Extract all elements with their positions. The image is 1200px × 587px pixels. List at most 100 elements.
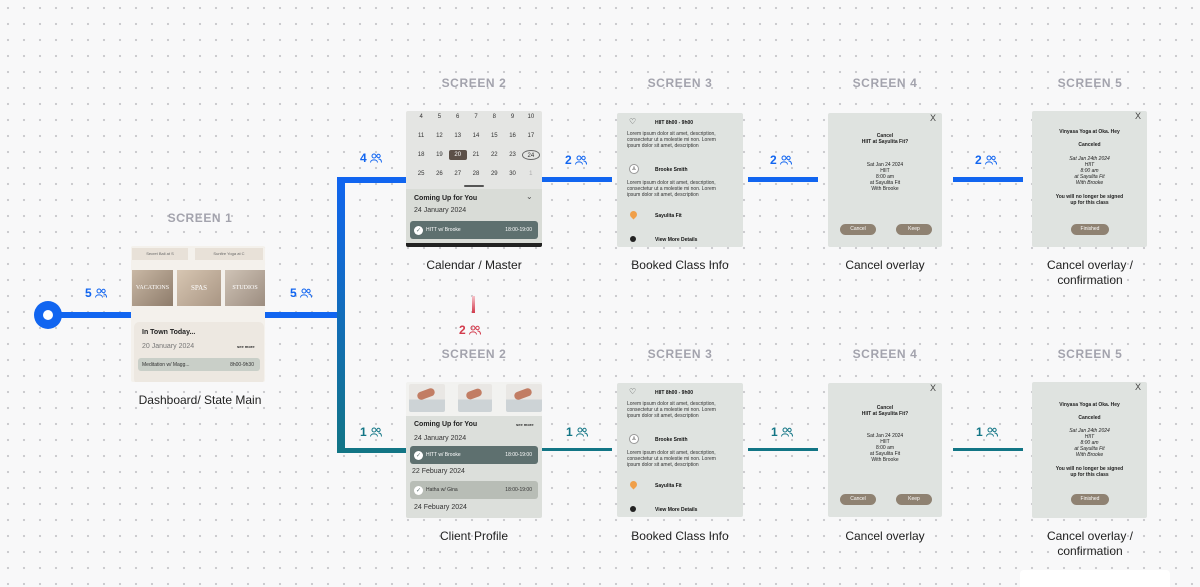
section-title: In Town Today... bbox=[142, 329, 196, 336]
path-top-s2-s3 bbox=[542, 177, 612, 182]
count-value: 4 bbox=[360, 151, 367, 165]
dashboard-screen-thumbnail[interactable]: Secret Bali at S Sunfire Yoga at C VACAT… bbox=[131, 246, 265, 382]
calendar-day[interactable]: 18 bbox=[417, 152, 425, 158]
close-icon[interactable]: X bbox=[1134, 111, 1141, 121]
date-1: 24 January 2024 bbox=[414, 435, 467, 442]
calendar-day[interactable]: 28 bbox=[472, 171, 480, 177]
confirmation-screen-thumbnail-top[interactable]: X Vinyasa Yoga at Oka. Hey Canceled Sat … bbox=[1032, 111, 1147, 247]
location-name: Sayulita Fit bbox=[655, 213, 682, 219]
calendar-day[interactable]: 30 bbox=[509, 171, 516, 177]
calendar-day[interactable]: 21 bbox=[472, 152, 480, 158]
see-more-link[interactable]: see more bbox=[237, 344, 255, 349]
close-icon[interactable]: X bbox=[929, 383, 936, 393]
photo-thumbnail[interactable] bbox=[409, 384, 445, 412]
client-profile-screen-thumbnail[interactable]: Coming Up for You see more 24 January 20… bbox=[406, 382, 542, 518]
class-time: 18:00-19:00 bbox=[505, 227, 532, 233]
calendar-day[interactable]: 9 bbox=[510, 114, 515, 120]
view-more-link[interactable]: View More Details bbox=[655, 237, 698, 243]
drag-handle[interactable] bbox=[464, 185, 484, 187]
calendar-screen-thumbnail[interactable]: 4 5 6 7 8 9 10 11 12 13 14 15 16 17 18 1… bbox=[406, 111, 542, 247]
cancel-overlay-screen-thumbnail-bottom[interactable]: X Cancel HIIT at Sayulita Fit? Sat Jan 2… bbox=[828, 383, 942, 517]
info-icon bbox=[630, 506, 636, 512]
cancel-overlay-screen-thumbnail-top[interactable]: X Cancel HIIT at Sayulita Fit? Sat Jan 2… bbox=[828, 113, 942, 247]
heart-icon[interactable]: ♡ bbox=[629, 387, 637, 396]
cancel-button[interactable]: Cancel bbox=[840, 494, 876, 505]
class-pill[interactable]: Meditation w/ Magg... 8h00-9h30 bbox=[138, 358, 260, 371]
booked-class-screen-thumbnail-top[interactable]: ♡ HIIT 8h00 - 9h00 Lorem ipsum dolor sit… bbox=[617, 113, 743, 247]
caption-line1: Cancel overlay / bbox=[1046, 529, 1134, 543]
section-date: 24 January 2024 bbox=[414, 207, 467, 214]
path-bottom-branch bbox=[337, 448, 407, 453]
keep-button[interactable]: Keep bbox=[896, 494, 932, 505]
calendar-day[interactable]: 19 bbox=[436, 152, 443, 158]
count-value: 1 bbox=[566, 425, 573, 439]
calendar-day[interactable]: 26 bbox=[436, 171, 443, 177]
date-3: 24 Febuary 2024 bbox=[414, 504, 467, 511]
close-icon[interactable]: X bbox=[929, 113, 936, 123]
class-pill[interactable]: ✓HITT w/ Brooke 18:00-19:00 bbox=[410, 221, 538, 239]
tile-spas[interactable]: SPAS bbox=[177, 270, 221, 306]
caption-booked-top: Booked Class Info bbox=[631, 258, 729, 272]
finished-button[interactable]: Finished bbox=[1071, 224, 1109, 235]
photo-thumbnail[interactable] bbox=[506, 384, 542, 412]
calendar-day[interactable]: 27 bbox=[454, 171, 462, 177]
caption-confirm-top: Cancel overlay / confirmation bbox=[1010, 258, 1170, 288]
calendar-day[interactable]: 25 bbox=[417, 171, 425, 177]
class-pill-2[interactable]: ✓Hatha w/ Gina 18:00-19:00 bbox=[410, 481, 538, 499]
calendar-day[interactable]: 4 bbox=[419, 114, 423, 120]
close-icon[interactable]: X bbox=[1134, 382, 1141, 392]
detail-place: at Sayulita Fit bbox=[1074, 174, 1105, 180]
calendar-day[interactable]: 13 bbox=[454, 133, 462, 139]
detail-time: 8:00 am bbox=[875, 174, 895, 180]
calendar-day[interactable]: 15 bbox=[490, 133, 498, 139]
location-name: Sayulita Fit bbox=[655, 483, 682, 489]
class-name: Hatha w/ Gina bbox=[426, 487, 458, 493]
calendar-day[interactable]: 17 bbox=[527, 133, 535, 139]
path-bottom-s2-s3 bbox=[542, 448, 612, 451]
start-node[interactable] bbox=[34, 301, 62, 329]
calendar-day[interactable]: 16 bbox=[509, 133, 516, 139]
caption-profile: Client Profile bbox=[439, 529, 509, 543]
calendar-day[interactable]: 11 bbox=[418, 133, 425, 139]
count-value: 1 bbox=[360, 425, 367, 439]
calendar-day-today[interactable]: 24 bbox=[521, 150, 540, 160]
path-top-branch bbox=[337, 177, 407, 183]
cancel-button[interactable]: Cancel bbox=[840, 224, 876, 235]
venue-name: Vinyasa Yoga at Oka. Hey bbox=[1059, 129, 1120, 135]
count-bottom-s3-s4: 1 bbox=[771, 425, 793, 439]
calendar-day[interactable]: 5 bbox=[437, 114, 442, 120]
calendar-day[interactable]: 8 bbox=[492, 114, 496, 120]
calendar-day[interactable]: 1 bbox=[529, 171, 533, 177]
cancel-heading-line1: Cancel bbox=[876, 405, 894, 411]
view-more-link[interactable]: View More Details bbox=[655, 507, 698, 513]
calendar-day[interactable]: 23 bbox=[509, 152, 516, 158]
notice-text: You will no longer be signed up for this… bbox=[1032, 194, 1147, 206]
count-start: 5 bbox=[85, 286, 107, 300]
see-more-link[interactable]: see more bbox=[516, 422, 534, 427]
tile-vacations[interactable]: VACATIONS bbox=[132, 270, 173, 306]
date-2: 22 Febuary 2024 bbox=[412, 468, 465, 475]
tile-studios[interactable]: STUDIOS bbox=[225, 270, 265, 306]
caption-dashboard: Dashboard/ State Main bbox=[138, 393, 262, 407]
calendar-day[interactable]: 7 bbox=[474, 114, 478, 120]
heart-icon[interactable]: ♡ bbox=[629, 117, 637, 126]
booked-class-screen-thumbnail-bottom[interactable]: ♡ HIIT 8h00 - 9h00 Lorem ipsum dolor sit… bbox=[617, 383, 743, 517]
calendar-day[interactable]: 22 bbox=[490, 152, 498, 158]
check-icon: ✓ bbox=[414, 485, 423, 495]
calendar-day-selected[interactable]: 20 bbox=[448, 150, 467, 160]
info-icon bbox=[630, 236, 636, 242]
person-icon: ♙ bbox=[629, 164, 639, 174]
class-time: 8h00-9h30 bbox=[230, 361, 254, 368]
photo-thumbnail[interactable] bbox=[458, 384, 492, 412]
calendar-day[interactable]: 14 bbox=[472, 133, 480, 139]
calendar-day[interactable]: 6 bbox=[456, 114, 460, 120]
calendar-day[interactable]: 29 bbox=[490, 171, 498, 177]
confirmation-screen-thumbnail-bottom[interactable]: X Vinyasa Yoga at Oka. Hey Canceled Sat … bbox=[1032, 382, 1147, 518]
calendar-day[interactable]: 10 bbox=[527, 114, 535, 120]
finished-button[interactable]: Finished bbox=[1071, 494, 1109, 505]
calendar-day[interactable]: 12 bbox=[436, 133, 443, 139]
screen-label-4-top: SCREEN 4 bbox=[852, 76, 918, 90]
chevron-down-icon[interactable]: ⌄ bbox=[526, 192, 533, 201]
class-pill-1[interactable]: ✓HITT w/ Brooke 18:00-19:00 bbox=[410, 446, 538, 464]
keep-button[interactable]: Keep bbox=[896, 224, 932, 235]
